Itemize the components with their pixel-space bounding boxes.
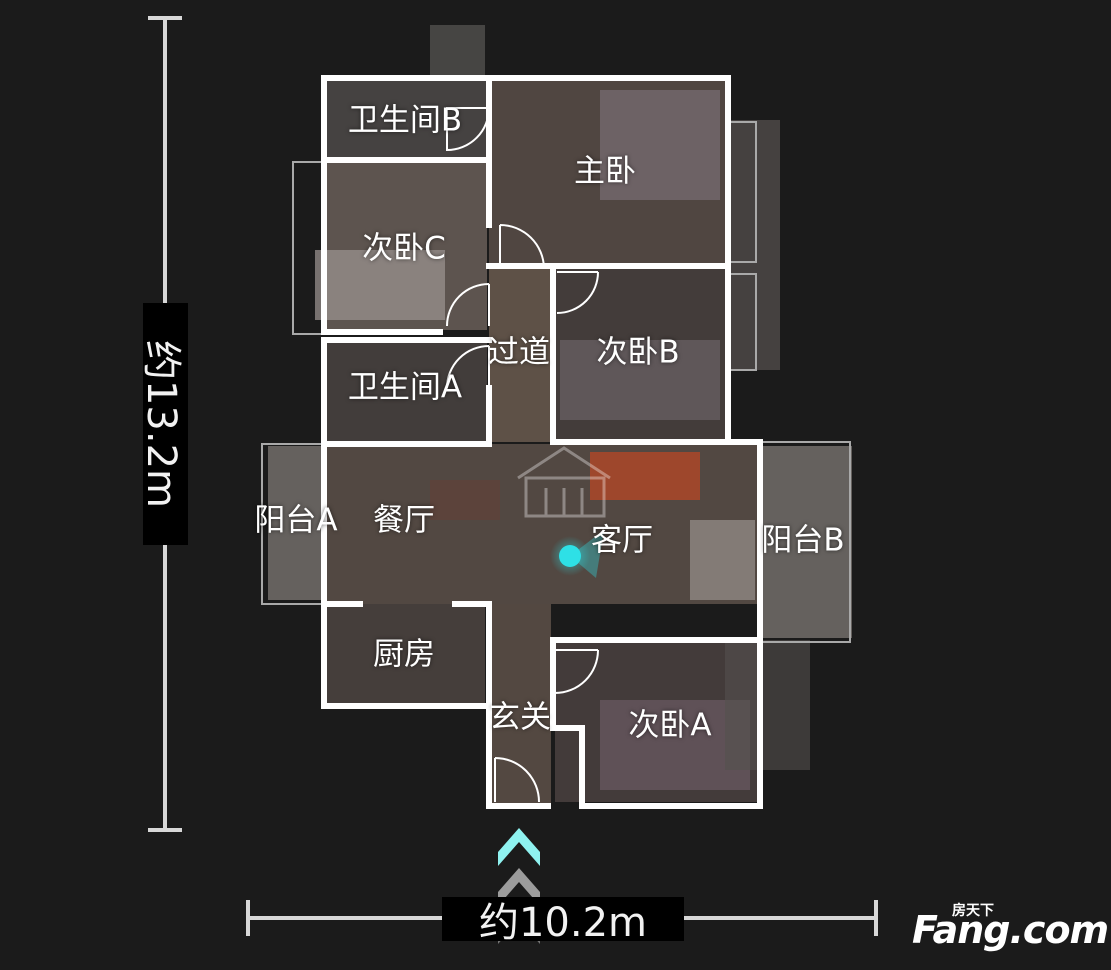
room-label-bathroom-a[interactable]: 卫生间A [347, 369, 463, 406]
room-label-balcony-a[interactable]: 阳台A [254, 502, 338, 539]
room-label-entrance[interactable]: 玄关 [489, 699, 551, 736]
door-bedroom-a [554, 649, 599, 694]
entrance-floor [489, 604, 551, 804]
width-dimension-text: 约10.2m [478, 900, 648, 946]
bathroom-b-floor [327, 80, 487, 158]
doors [446, 107, 599, 803]
balcony-a-floor [268, 446, 325, 600]
exterior-scrap-top [430, 25, 485, 80]
height-dimension-label: 约13.2m [139, 303, 188, 545]
balcony-b-floor [762, 446, 852, 638]
living-rug [690, 520, 755, 600]
room-label-bathroom-b[interactable]: 卫生间B [347, 102, 463, 139]
door-master [499, 224, 545, 269]
room-label-dining-room[interactable]: 餐厅 [373, 502, 435, 539]
door-entrance [494, 757, 540, 803]
door-bathroom-b [446, 107, 490, 152]
dining-table [430, 480, 500, 520]
room-label-bedroom-a[interactable]: 次卧A [628, 707, 712, 744]
walls [321, 75, 763, 809]
height-dimension-text: 约13.2m [138, 339, 185, 509]
bathroom-a-floor [327, 338, 487, 442]
room-label-balcony-b[interactable]: 阳台B [761, 522, 845, 559]
kitchen-floor [327, 604, 485, 704]
master-bedroom-furniture [600, 90, 720, 200]
position-marker-icon [550, 530, 604, 578]
bedroom-b-furniture [560, 340, 720, 420]
corridor-floor [489, 266, 551, 442]
room-label-bedroom-c[interactable]: 次卧C [362, 230, 446, 267]
watermark-sub-text: 房天下 [952, 903, 994, 919]
sofa [590, 452, 700, 500]
room-label-kitchen[interactable]: 厨房 [373, 636, 435, 673]
door-bathroom-a [446, 345, 490, 389]
width-dimension-label: 约10.2m [442, 897, 684, 946]
door-bedroom-c [446, 283, 490, 327]
door-bedroom-b [556, 271, 599, 314]
watermark-main-text: Fang.com [912, 908, 1109, 952]
exterior-scrap-right [728, 120, 780, 370]
room-label-master-bedroom[interactable]: 主卧 [574, 153, 636, 190]
exterior-scrap-bottom-right [725, 640, 810, 770]
bedroom-c-bed [315, 250, 445, 320]
room-label-living-room[interactable]: 客厅 [591, 522, 653, 559]
room-textures [268, 25, 852, 804]
fang-watermark: 房天下 Fang.com [912, 900, 1109, 960]
room-label-bedroom-b[interactable]: 次卧B [596, 334, 680, 371]
room-label-corridor[interactable]: 过道 [488, 334, 550, 371]
house-logo [517, 446, 611, 518]
